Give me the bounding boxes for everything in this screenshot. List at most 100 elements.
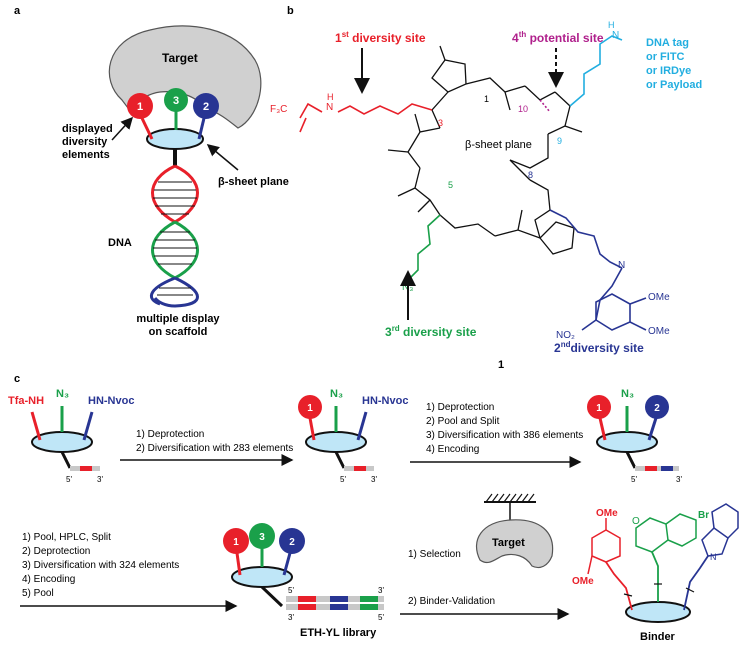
binder-structure bbox=[587, 503, 739, 623]
sheet-plane-arrow bbox=[206, 144, 239, 171]
binder-label: Binder bbox=[640, 631, 676, 643]
multiple-display-label-2: on scaffold bbox=[149, 326, 208, 338]
hn-nvoc-label-2: HN-Nvoc bbox=[362, 395, 408, 407]
selection-label: 1) Selection bbox=[408, 549, 461, 560]
step1-line1: 1) Deprotection bbox=[136, 429, 204, 440]
three-prime-2: 3' bbox=[371, 475, 377, 484]
library-site3: 3 bbox=[259, 532, 265, 543]
library-scaffold bbox=[223, 523, 384, 610]
site-3-label: 3 bbox=[173, 95, 179, 107]
displayed-label-3: elements bbox=[62, 149, 110, 161]
hn-nvoc-label-1: HN-Nvoc bbox=[88, 395, 134, 407]
n3-label-2: N₃ bbox=[330, 388, 343, 400]
selection-target-label: Target bbox=[492, 537, 525, 549]
five-prime-2: 5' bbox=[340, 475, 346, 484]
library-name: ETH-YL library bbox=[300, 627, 377, 639]
site-2-ball bbox=[193, 93, 219, 119]
stage-1-scaffold bbox=[30, 406, 100, 471]
panel-label-c: c bbox=[14, 373, 20, 385]
binder-n-atom: N bbox=[710, 552, 717, 562]
svg-text:DNA tag: DNA tag bbox=[646, 37, 689, 49]
ome-2-label: OMe bbox=[648, 326, 670, 337]
dna-tag-label: DNA tag or FITC or IRDye or Payload bbox=[646, 37, 702, 91]
num-3: 3 bbox=[438, 118, 443, 128]
n3-label-3: N₃ bbox=[621, 388, 634, 400]
ome-1-label: OMe bbox=[648, 292, 670, 303]
h-red-label: H bbox=[327, 92, 334, 102]
num-8: 8 bbox=[528, 170, 533, 180]
step2-line2: 2) Pool and Split bbox=[426, 416, 500, 427]
multiple-display-label-1: multiple display bbox=[136, 313, 220, 325]
panel-label-a: a bbox=[14, 5, 21, 17]
svg-text:or FITC: or FITC bbox=[646, 51, 685, 63]
num-9: 9 bbox=[557, 136, 562, 146]
third-site-label: 3rd diversity site bbox=[385, 324, 477, 339]
green-side-chain bbox=[409, 214, 441, 279]
cyan-h-label: H bbox=[608, 20, 615, 30]
stage2-site1: 1 bbox=[307, 403, 313, 414]
svg-text:or Payload: or Payload bbox=[646, 79, 702, 91]
target-shape bbox=[108, 25, 262, 129]
fourth-site-label: 4th potential site bbox=[512, 30, 604, 45]
panel-label-b: b bbox=[287, 5, 294, 17]
cyan-n-label: N bbox=[612, 30, 619, 41]
compound-number: 1 bbox=[498, 359, 504, 371]
library-site1: 1 bbox=[233, 537, 239, 548]
num-10: 10 bbox=[518, 104, 528, 114]
panel-c: c Tfa-NH N₃ HN-Nvoc 5' 3' 1) Deprotectio… bbox=[8, 373, 739, 643]
immobilized-target bbox=[475, 493, 554, 569]
displayed-label-2: diversity bbox=[62, 136, 108, 148]
site-2-label: 2 bbox=[203, 101, 209, 113]
binder-ome-top: OMe bbox=[596, 508, 618, 519]
panel-b: b 1st diversity site 4th potential site bbox=[270, 5, 702, 371]
step3-line1: 1) Pool, HPLC, Split bbox=[22, 532, 111, 543]
three-prime-4b: 3' bbox=[288, 613, 294, 622]
step2-line1: 1) Deprotection bbox=[426, 402, 494, 413]
second-site-label: 2nddiversity site bbox=[554, 340, 644, 355]
stage3-site2: 2 bbox=[654, 403, 660, 414]
cyan-side-chain bbox=[569, 35, 623, 107]
dna-label: DNA bbox=[108, 237, 132, 249]
stage-3-scaffold bbox=[587, 395, 679, 471]
library-site2: 2 bbox=[289, 537, 295, 548]
displayed-label-1: displayed bbox=[62, 123, 113, 135]
nh-blue-label: N bbox=[618, 260, 625, 271]
five-prime-1: 5' bbox=[66, 475, 72, 484]
panel-a: a Target 1 3 2 bbox=[14, 5, 289, 338]
site-3-ball bbox=[164, 88, 188, 112]
num-1: 1 bbox=[484, 94, 489, 104]
binder-br: Br bbox=[698, 510, 709, 521]
binder-o-atom: O bbox=[632, 516, 640, 527]
n3-label-1: N₃ bbox=[56, 388, 69, 400]
red-side-chain bbox=[299, 102, 433, 133]
step2-line4: 4) Encoding bbox=[426, 444, 479, 455]
step3-line4: 4) Encoding bbox=[22, 574, 75, 585]
step3-line2: 2) Deprotection bbox=[22, 546, 90, 557]
stage-2-scaffold bbox=[298, 395, 374, 471]
num-5: 5 bbox=[448, 180, 453, 190]
step2-line3: 3) Diversification with 386 elements bbox=[426, 430, 583, 441]
tfa-nh-label: Tfa-NH bbox=[8, 395, 44, 407]
step3-line5: 5) Pool bbox=[22, 588, 54, 599]
nh-red-label: N bbox=[326, 102, 333, 113]
site-1-label: 1 bbox=[137, 101, 143, 113]
sheet-plane-label: β-sheet plane bbox=[218, 176, 289, 188]
step3-line3: 3) Diversification with 324 elements bbox=[22, 560, 179, 571]
binder-validation-label: 2) Binder-Validation bbox=[408, 596, 495, 607]
step1-line2: 2) Diversification with 283 elements bbox=[136, 443, 293, 454]
three-prime-4a: 3' bbox=[378, 586, 384, 595]
svg-text:or IRDye: or IRDye bbox=[646, 65, 691, 77]
three-prime-1: 3' bbox=[97, 475, 103, 484]
blue-side-chain bbox=[549, 209, 647, 331]
five-prime-3: 5' bbox=[631, 475, 637, 484]
target-label: Target bbox=[162, 51, 198, 65]
first-site-label: 1st diversity site bbox=[335, 30, 426, 45]
magenta-bond bbox=[539, 99, 551, 113]
binder-ome-bottom: OMe bbox=[572, 576, 594, 587]
three-prime-3: 3' bbox=[676, 475, 682, 484]
five-prime-4a: 5' bbox=[288, 586, 294, 595]
sheet-plane-b: β-sheet plane bbox=[465, 139, 532, 151]
no2-label: NO₂ bbox=[556, 330, 575, 341]
site-1-ball bbox=[127, 93, 153, 119]
